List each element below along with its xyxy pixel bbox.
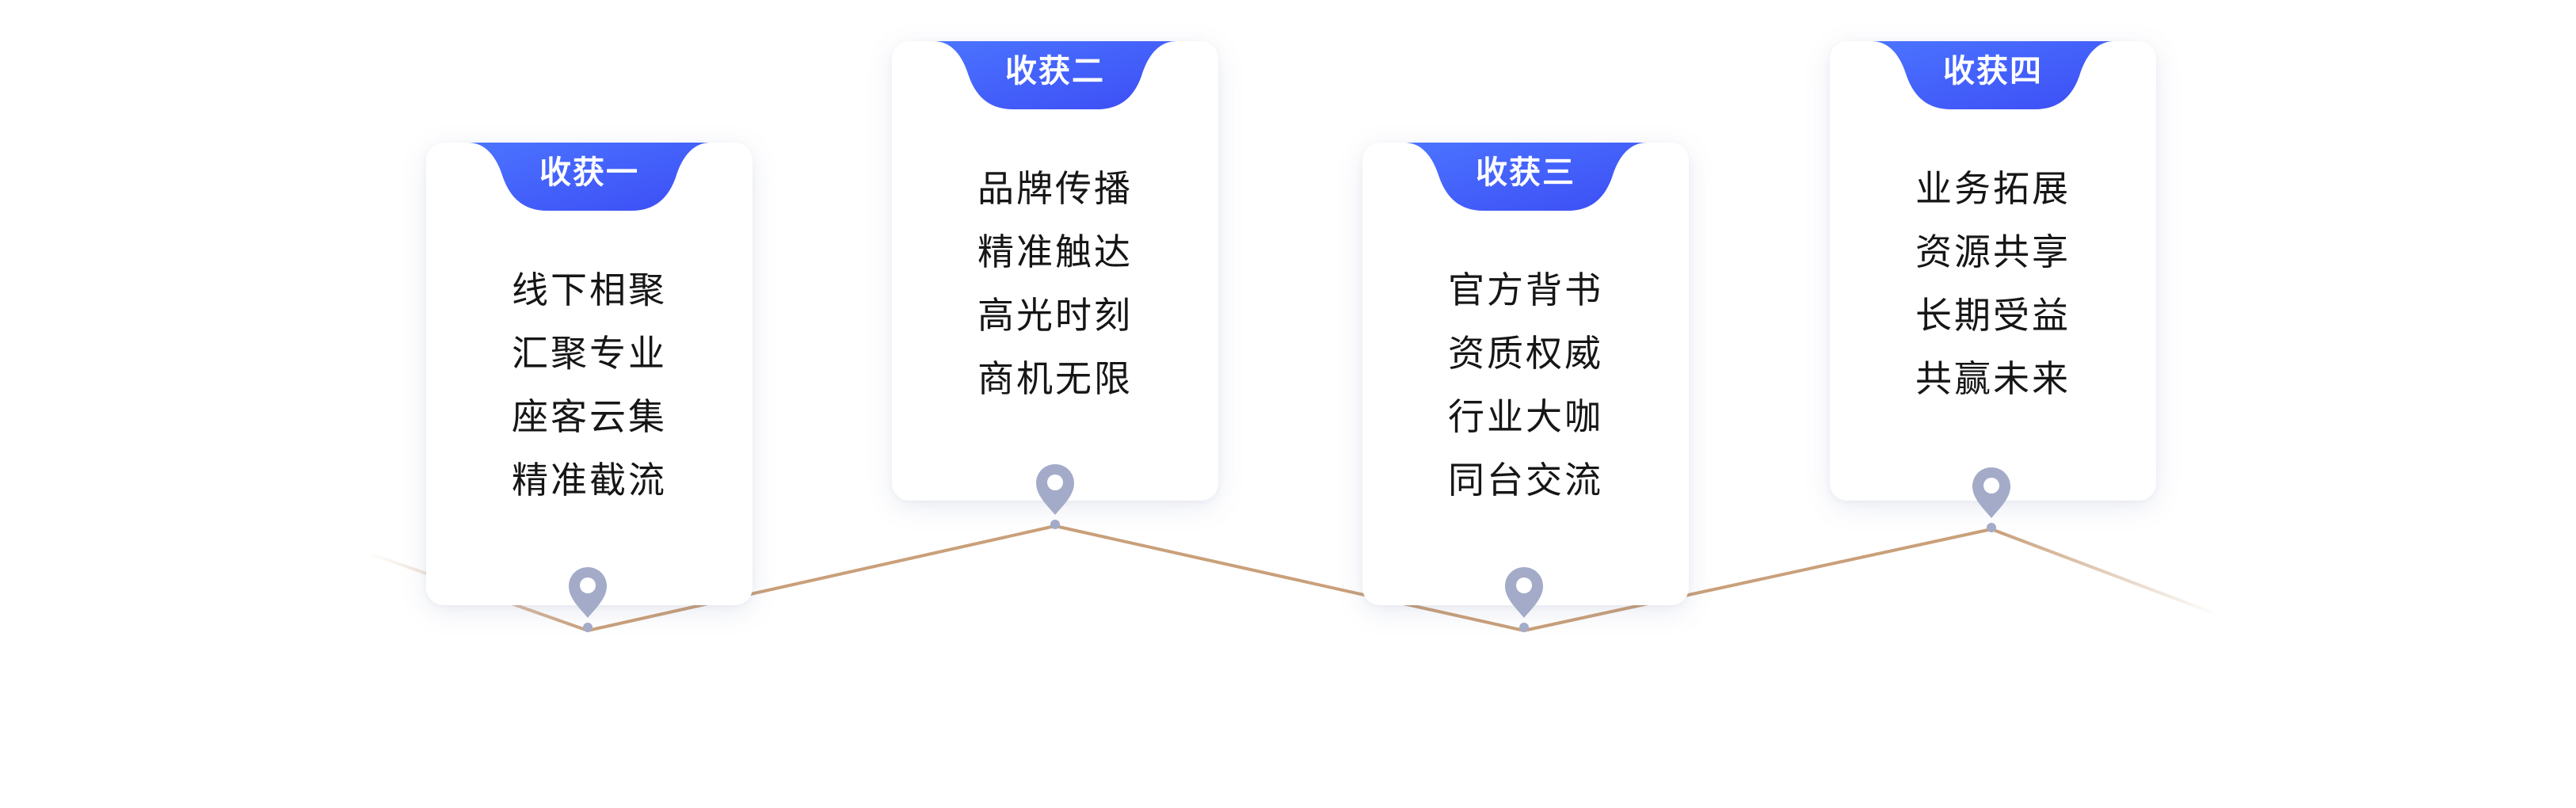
card-item: 共赢未来 [1915, 357, 2071, 400]
card-item: 资源共享 [1915, 231, 2071, 273]
card-item-list: 品牌传播 精准触达 高光时刻 商机无限 [892, 157, 1218, 410]
card-item: 业务拓展 [1915, 167, 2071, 210]
card-item: 座客云集 [512, 395, 667, 438]
card-title-tab: 收获二 [934, 41, 1176, 109]
card-item: 精准截流 [512, 459, 667, 501]
card-title: 收获三 [1476, 154, 1576, 191]
location-pin-icon [567, 566, 608, 632]
card-title-tab: 收获一 [468, 143, 711, 211]
gain-card-4: 收获四 业务拓展 资源共享 长期受益 共赢未来 [1830, 41, 2156, 501]
gain-card-1: 收获一 线下相聚 汇聚专业 座客云集 精准截流 [426, 143, 753, 605]
card-title: 收获一 [539, 154, 639, 191]
card-item-list: 线下相聚 汇聚专业 座客云集 精准截流 [426, 258, 753, 512]
card-item: 商机无限 [977, 357, 1133, 400]
card-title-tab: 收获三 [1404, 143, 1647, 211]
card-item: 汇聚专业 [512, 332, 667, 375]
card-item: 精准触达 [977, 231, 1133, 273]
card-item: 资质权威 [1448, 332, 1603, 375]
gain-card-3: 收获三 官方背书 资质权威 行业大咖 同台交流 [1362, 143, 1689, 605]
card-title-tab: 收获四 [1872, 41, 2114, 109]
card-item-list: 业务拓展 资源共享 长期受益 共赢未来 [1830, 157, 2156, 410]
card-item: 长期受益 [1915, 294, 2071, 337]
card-item: 线下相聚 [512, 269, 667, 311]
card-item: 高光时刻 [977, 294, 1133, 337]
card-title: 收获四 [1943, 53, 2043, 90]
card-title: 收获二 [1005, 53, 1105, 90]
location-pin-icon [1971, 466, 2012, 532]
route-segment-main [587, 524, 1992, 632]
route-segment-lead-out [1991, 528, 2219, 616]
card-item: 官方背书 [1448, 269, 1603, 311]
gain-card-2: 收获二 品牌传播 精准触达 高光时刻 商机无限 [892, 41, 1218, 501]
card-item: 品牌传播 [977, 167, 1133, 210]
location-pin-icon [1503, 566, 1545, 632]
card-item: 行业大咖 [1448, 395, 1603, 438]
card-item: 同台交流 [1448, 459, 1603, 501]
location-pin-icon [1035, 463, 1076, 529]
card-item-list: 官方背书 资质权威 行业大咖 同台交流 [1362, 258, 1689, 512]
